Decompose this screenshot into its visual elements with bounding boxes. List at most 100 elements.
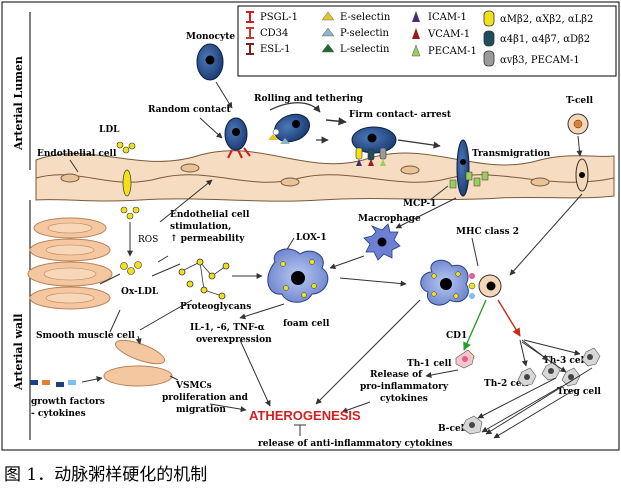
rolling-vesicle (272, 128, 280, 136)
arrow-to-b-cell (477, 377, 557, 419)
arrow-smc-migrate (135, 335, 142, 345)
p-selectin-icon (321, 27, 335, 37)
treg-label: Treg cell (557, 387, 602, 397)
pecam-marker (481, 171, 489, 181)
psgl1-receptors (227, 147, 251, 159)
legend-esl1: ESL-1 (260, 44, 291, 55)
legend-psgl1: PSGL-1 (260, 12, 298, 23)
arrow-to-treg-cell (521, 341, 567, 373)
ldl-label: LDL (99, 125, 120, 135)
vsmc-line1: VSMCs (175, 381, 212, 391)
endothelium-band (35, 150, 615, 202)
release-anti-label: release of anti-inflammatory cytokines (258, 439, 452, 449)
smc-pointer (109, 309, 121, 333)
endothelial-nucleus (400, 165, 420, 175)
release-pro-line3: cytokines (380, 394, 428, 404)
arrow-th2-to-anti (481, 385, 563, 433)
figure-caption: 图 1．动脉粥样硬化的机制 (4, 465, 207, 485)
pecam-marker (473, 177, 481, 187)
legend-p-selectin: P-selectin (340, 28, 390, 39)
l-selectin-icon (321, 43, 335, 53)
icam-marker (356, 159, 362, 166)
arterial-wall-label: Arterial wall (12, 314, 25, 391)
legend-integrin-2: α4β1, α4β7, αDβ2 (500, 34, 590, 45)
lox1-label: LOX-1 (296, 233, 327, 243)
vsmc-line3: migration (176, 405, 226, 415)
legend-integrin-1: αMβ2, αXβ2, αLβ2 (500, 14, 593, 25)
pecam-marker (449, 179, 457, 189)
selectin-marker (280, 138, 290, 144)
arrow-growth-to-smc (81, 376, 103, 383)
arrow-random-contact (199, 117, 223, 139)
smc-pg-line (139, 299, 193, 331)
arrow-th1-release (425, 369, 459, 378)
ldl-particles (116, 141, 136, 154)
arrow-to-th2-cell (519, 339, 528, 367)
il-line2: overexpression (196, 335, 272, 345)
il-line1: IL-1, -6, TNF-α (190, 323, 265, 333)
endothelial-cell-label: Endothelial cell (37, 149, 117, 159)
proteoglycans-label: Proteoglycans (180, 302, 251, 312)
integrin-avb3-icon (483, 50, 495, 67)
foam-cell-label: foam cell (283, 319, 330, 329)
mcp1-label: MCP-1 (403, 199, 436, 209)
integrin-marker (355, 147, 363, 160)
esl1-icon (246, 43, 254, 55)
integrin-beta2-icon (483, 10, 495, 27)
vsmc-pointer (169, 375, 179, 381)
treg-nucleus (568, 374, 574, 380)
oxldl-to-smc-line (99, 273, 121, 285)
th2-label: Th-2 cell (484, 379, 529, 389)
ldl-wall-particles (120, 206, 140, 220)
endothelial-nucleus (60, 173, 80, 183)
growth-factor-icons (30, 380, 76, 387)
arrow-stimulation (159, 179, 213, 223)
legend-l-selectin: L-selectin (340, 44, 390, 55)
proteoglycan-network (178, 258, 230, 300)
pecam-marker (380, 159, 386, 166)
arterial-lumen-label: Arterial Lumen (12, 56, 25, 151)
pecam1-icon (411, 44, 421, 57)
ldl-crossing-endothelium (122, 169, 132, 197)
integrin-marker (367, 148, 375, 161)
th3-nucleus (587, 354, 593, 360)
vcam-marker (368, 159, 374, 166)
pecam-marker (465, 171, 473, 181)
endo-stim-line3: ↑ permeability (170, 234, 245, 244)
b-cell-nucleus (469, 422, 475, 428)
mhc-marker (469, 293, 475, 299)
icam1-icon (412, 11, 420, 22)
legend-integrin-3: αvβ3, PECAM-1 (500, 55, 580, 66)
mcp1-pointer (429, 185, 449, 201)
ros-label: ROS (138, 235, 158, 245)
arrow-to-th2 (497, 299, 521, 337)
arrow-macrophage-to-foam (329, 255, 365, 270)
arrow-monocyte-to-contact (215, 81, 233, 109)
rolling-monocyte-nucleus (292, 120, 300, 128)
integrin-marker (379, 147, 387, 160)
legend: PSGL-1 CD34 ESL-1 E-selectin P-selectin … (246, 10, 593, 67)
arrow-transmigration-to-macrophage (395, 197, 457, 229)
oxldl-particles (120, 261, 142, 275)
vcam1-icon (412, 28, 420, 39)
th3-label: Th-3 cell (543, 356, 588, 366)
th1-nucleus (462, 356, 468, 362)
arrow-foam-to-mhc (339, 277, 407, 287)
th1-label: Th-1 cell (407, 359, 452, 369)
legend-cd34: CD34 (260, 28, 288, 39)
migrating-smc (103, 339, 173, 387)
t-cell-label: T-cell (566, 96, 594, 106)
monocyte-contact-nucleus (232, 128, 240, 136)
rolling-label: Rolling and tethering (254, 94, 364, 104)
monocyte-label: Monocyte (186, 32, 235, 42)
legend-e-selectin: E-selectin (340, 12, 391, 23)
cd34-icon (246, 27, 254, 39)
oxldl-label: Ox-LDL (121, 287, 159, 297)
foam-lipid-droplets (280, 259, 317, 298)
arrow-foam-to-il (239, 303, 285, 320)
legend-vcam1: VCAM-1 (427, 29, 470, 40)
selectin-marker (268, 134, 278, 140)
macrophage-nucleus (377, 237, 387, 247)
